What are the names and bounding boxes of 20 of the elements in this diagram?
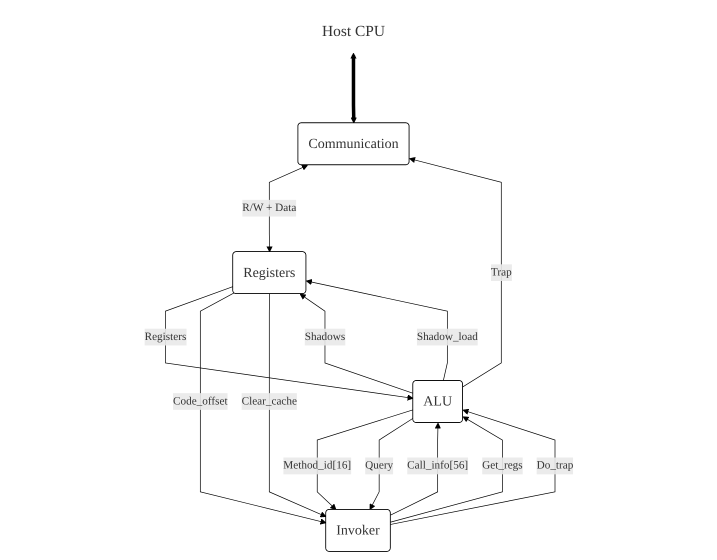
edge-label: Do_trap	[536, 460, 573, 472]
edge-label: Shadows	[304, 330, 345, 343]
edge-label: Shadow_load	[416, 330, 478, 343]
edge-label: Method_id[16]	[282, 460, 351, 472]
edge-label: Code_offset	[172, 395, 228, 408]
arrow	[268, 294, 326, 518]
edge-label: Registers	[144, 330, 186, 343]
arrow	[408, 157, 502, 388]
node-text: Host CPU	[322, 22, 384, 40]
edge-label: Query	[364, 460, 393, 472]
arrow	[299, 294, 413, 394]
edge-label: Clear_cache	[241, 395, 296, 408]
arrow	[305, 279, 448, 382]
edge-label: Call_info[56]	[406, 460, 468, 472]
arrow	[199, 292, 326, 524]
arrow	[350, 52, 356, 124]
edge-label: Trap	[490, 266, 512, 278]
edge-label: Get_regs	[482, 460, 522, 472]
edge-label: R/W + Data	[242, 202, 296, 214]
arrow	[164, 286, 413, 401]
